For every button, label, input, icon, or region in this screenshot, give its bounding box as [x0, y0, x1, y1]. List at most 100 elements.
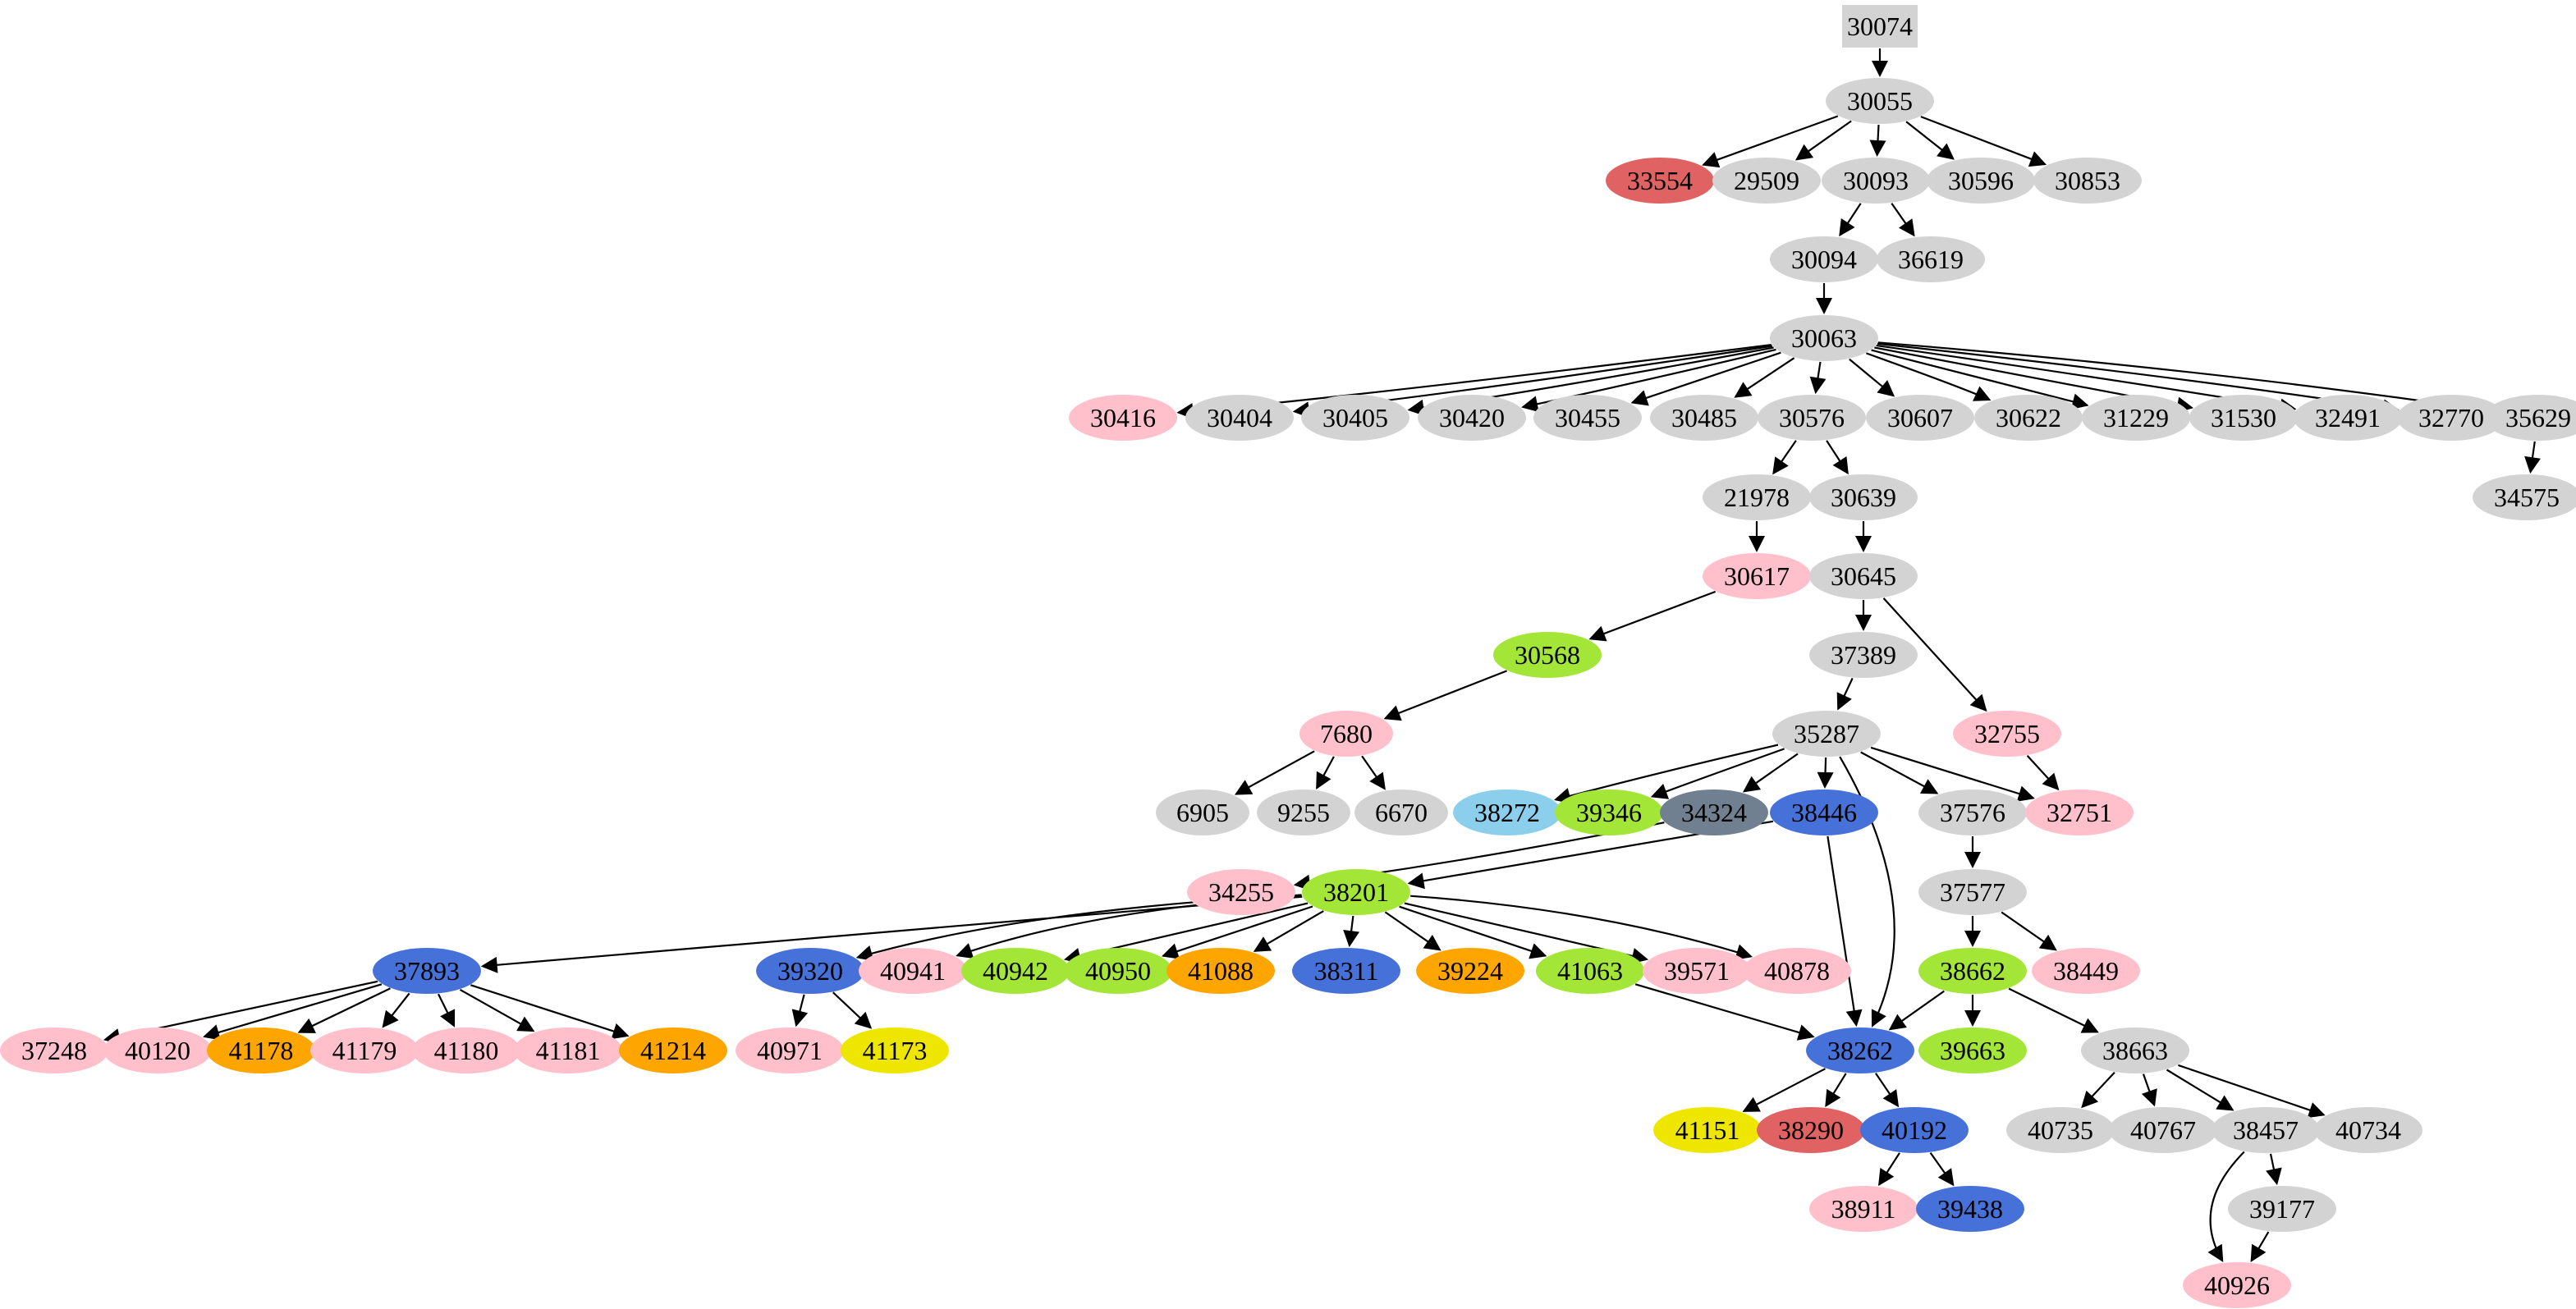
node-40120: 40120 — [103, 1028, 212, 1073]
edge-38201-41088 — [1253, 910, 1324, 952]
node-9255: 9255 — [1257, 790, 1350, 835]
node-label-39438: 39438 — [1937, 1194, 2003, 1224]
edge-37893-41178 — [297, 987, 391, 1033]
node-label-37389: 37389 — [1831, 640, 1896, 670]
node-40192: 40192 — [1860, 1107, 1969, 1153]
edge-35287-37576 — [1860, 751, 1939, 794]
node-ellipse-41088 — [1167, 948, 1275, 994]
edge-41063-38262 — [1634, 983, 1815, 1041]
node-ellipse-41063 — [1536, 948, 1644, 994]
edge-30576-30639 — [1826, 440, 1849, 475]
node-label-39224: 39224 — [1437, 956, 1503, 986]
node-36619: 36619 — [1877, 236, 1985, 282]
node-label-40971: 40971 — [757, 1036, 823, 1065]
edge-30063-30455 — [1630, 351, 1781, 406]
edge-37893-41214 — [470, 984, 630, 1040]
node-label-30094: 30094 — [1791, 245, 1857, 274]
node-label-30576: 30576 — [1779, 403, 1845, 433]
node-label-37248: 37248 — [21, 1036, 87, 1065]
edge-30645-32755 — [1882, 597, 1987, 712]
node-31229: 31229 — [2082, 395, 2190, 441]
node-ellipse-38272 — [1453, 790, 1561, 835]
node-ellipse-30405 — [1301, 395, 1409, 441]
node-ellipse-33554 — [1606, 158, 1714, 204]
node-37576: 37576 — [1918, 790, 2027, 835]
edge-30055-30853 — [1920, 116, 2047, 167]
node-39438: 39438 — [1916, 1186, 2024, 1232]
edge-30055-30093 — [1869, 124, 1886, 157]
node-ellipse-38662 — [1918, 948, 2027, 994]
node-38663: 38663 — [2081, 1028, 2189, 1073]
edge-7680-6905 — [1234, 750, 1315, 795]
node-ellipse-32755 — [1953, 711, 2061, 757]
node-ellipse-37389 — [1809, 632, 1918, 678]
edge-30063-30420 — [1521, 348, 1776, 413]
node-ellipse-39346 — [1555, 790, 1663, 835]
node-label-30093: 30093 — [1843, 166, 1909, 195]
node-label-40926: 40926 — [2204, 1270, 2270, 1300]
node-label-41151: 41151 — [1675, 1115, 1740, 1145]
node-label-9255: 9255 — [1277, 798, 1330, 827]
node-35287: 35287 — [1772, 711, 1881, 757]
node-label-33554: 33554 — [1627, 166, 1693, 195]
node-21978: 21978 — [1703, 474, 1811, 520]
node-ellipse-30093 — [1822, 158, 1930, 204]
node-ellipse-30063 — [1770, 315, 1878, 361]
node-38457: 38457 — [2212, 1107, 2320, 1153]
node-39571: 39571 — [1643, 948, 1751, 994]
edge-38201-41063 — [1399, 905, 1547, 959]
edge-38262-41151 — [1742, 1068, 1827, 1112]
node-ellipse-30617 — [1703, 553, 1811, 599]
edge-30063-30622 — [1866, 352, 1992, 401]
node-label-41180: 41180 — [434, 1036, 499, 1065]
node-38201: 38201 — [1302, 869, 1410, 915]
edge-38663-40767 — [2141, 1073, 2157, 1107]
node-34255: 34255 — [1187, 869, 1295, 915]
node-41088: 41088 — [1167, 948, 1275, 994]
node-30639: 30639 — [1809, 474, 1918, 520]
edge-37389-35287 — [1836, 677, 1854, 711]
node-30074: 30074 — [1842, 5, 1918, 48]
node-label-41181: 41181 — [536, 1036, 601, 1065]
node-30094: 30094 — [1770, 236, 1878, 282]
node-ellipse-40120 — [103, 1028, 212, 1073]
node-29509: 29509 — [1712, 158, 1821, 204]
node-label-38449: 38449 — [2053, 956, 2119, 986]
node-40926: 40926 — [2183, 1262, 2291, 1308]
edge-30576-21978 — [1772, 440, 1797, 475]
node-label-6905: 6905 — [1176, 798, 1229, 827]
node-ellipse-30607 — [1866, 395, 1974, 441]
node-ellipse-7680 — [1299, 711, 1393, 757]
node-label-40120: 40120 — [125, 1036, 190, 1065]
node-label-41063: 41063 — [1557, 956, 1623, 986]
node-38272: 38272 — [1453, 790, 1561, 835]
node-40878: 40878 — [1743, 948, 1851, 994]
node-label-40950: 40950 — [1085, 956, 1151, 986]
node-ellipse-34324 — [1660, 790, 1768, 835]
node-label-38662: 38662 — [1940, 956, 2005, 986]
node-38449: 38449 — [2032, 948, 2140, 994]
node-label-37577: 37577 — [1940, 877, 2005, 907]
node-30617: 30617 — [1703, 553, 1811, 599]
node-41063: 41063 — [1536, 948, 1644, 994]
node-label-34575: 34575 — [2494, 483, 2560, 512]
node-ellipse-9255 — [1257, 790, 1350, 835]
node-38911: 38911 — [1809, 1186, 1918, 1232]
edge-30063-30485 — [1734, 357, 1795, 398]
node-39663: 39663 — [1918, 1028, 2027, 1073]
node-ellipse-40767 — [2109, 1107, 2217, 1153]
node-label-30074: 30074 — [1847, 11, 1913, 41]
edge-38663-38457 — [2166, 1069, 2235, 1111]
node-label-30455: 30455 — [1555, 403, 1620, 433]
node-label-39177: 39177 — [2249, 1194, 2315, 1224]
node-ellipse-41179 — [310, 1028, 419, 1073]
node-39177: 39177 — [2228, 1186, 2336, 1232]
node-7680: 7680 — [1299, 711, 1393, 757]
node-32770: 32770 — [2397, 395, 2505, 441]
node-label-40192: 40192 — [1882, 1115, 1947, 1145]
node-ellipse-6670 — [1354, 790, 1448, 835]
node-40950: 40950 — [1064, 948, 1172, 994]
node-label-39320: 39320 — [777, 956, 843, 986]
node-box-30074 — [1842, 5, 1918, 48]
